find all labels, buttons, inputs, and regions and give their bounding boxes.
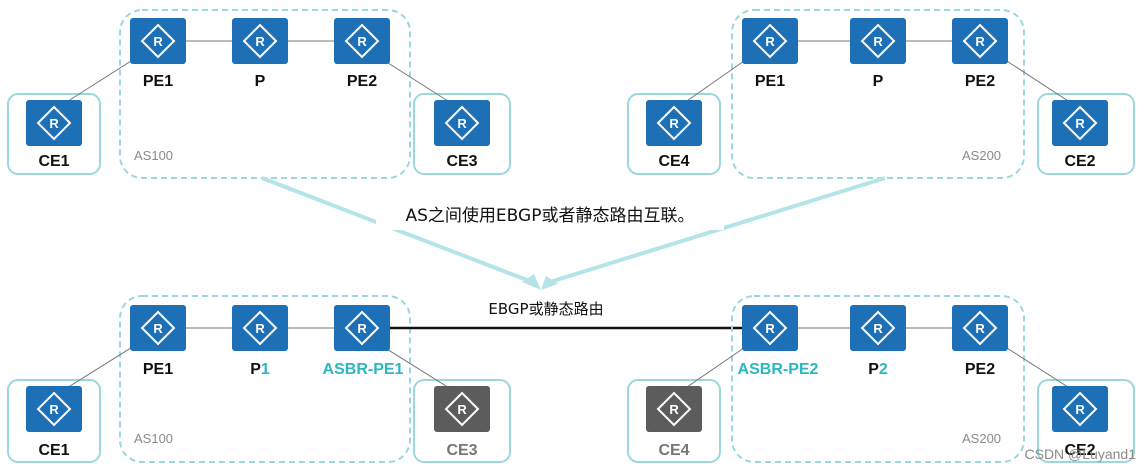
router-ce3-inactive-icon <box>433 385 491 433</box>
label-ce3: CE3 <box>446 153 477 170</box>
label-ce1: CE1 <box>38 153 69 170</box>
link-label: EBGP或静态路由 <box>488 300 603 318</box>
label-ce4: CE4 <box>658 442 689 459</box>
label-pe2: PE2 <box>347 73 377 90</box>
router-pe1-icon <box>129 17 187 65</box>
label-p: P <box>873 73 884 90</box>
ce2-box-top <box>1037 93 1135 175</box>
as-label: AS200 <box>962 148 1001 163</box>
label-asbr-pe2: ASBR-PE2 <box>738 361 819 378</box>
router-ce1-icon <box>25 99 83 147</box>
label-pe1: PE1 <box>143 73 173 90</box>
top-right-topology: PE1 P PE2 CE4 CE2 AS200 <box>627 9 1135 179</box>
label-pe2: PE2 <box>965 361 995 378</box>
as100-region-bottom <box>119 295 411 463</box>
as-label: AS100 <box>134 431 173 446</box>
label-ce3: CE3 <box>446 442 477 459</box>
router-ce3-icon <box>433 99 491 147</box>
as-label: AS100 <box>134 148 173 163</box>
merge-arrows <box>261 176 886 290</box>
label-asbr-pe1: ASBR-PE1 <box>323 361 404 378</box>
router-asbr-pe2-icon <box>741 304 799 352</box>
ce1-box-top <box>7 93 101 175</box>
router-asbr-pe1-icon <box>333 304 391 352</box>
router-pe2-icon <box>951 304 1009 352</box>
router-ce1-icon <box>25 385 83 433</box>
router-pe2-icon <box>951 17 1009 65</box>
router-ce4-icon <box>645 99 703 147</box>
bottom-left-topology: PE1 P1 ASBR-PE1 CE1 CE3 AS100 <box>7 295 511 463</box>
router-ce2-icon <box>1051 385 1109 433</box>
ce4-box-bottom <box>627 379 721 463</box>
label-p2: P2 <box>868 361 888 378</box>
label-pe1: PE1 <box>755 73 785 90</box>
bottom-right-topology: ASBR-PE2 P2 PE2 CE4 CE2 AS200 <box>627 295 1135 463</box>
router-p2-icon <box>849 304 907 352</box>
label-pe1: PE1 <box>143 361 173 378</box>
as200-region-top <box>731 9 1025 179</box>
caption-text: AS之间使用EBGP或者静态路由互联。 <box>406 205 695 226</box>
top-left-topology: PE1 P PE2 CE1 CE3 AS100 <box>7 9 511 179</box>
label-p1: P1 <box>250 361 270 378</box>
watermark: CSDN @Luyand1 <box>1025 446 1137 462</box>
label-p: P <box>255 73 266 90</box>
label-pe2: PE2 <box>965 73 995 90</box>
router-pe1-icon <box>741 17 799 65</box>
label-ce4: CE4 <box>658 153 689 170</box>
label-ce2: CE2 <box>1064 153 1095 170</box>
as200-region-bottom <box>731 295 1025 463</box>
router-pe2-icon <box>333 17 391 65</box>
ce3-box-bottom <box>413 379 511 463</box>
ce3-box-top <box>413 93 511 175</box>
router-ce4-inactive-icon <box>645 385 703 433</box>
router-p-icon <box>849 17 907 65</box>
ce2-box-bottom <box>1037 379 1135 463</box>
label-ce1: CE1 <box>38 442 69 459</box>
label-ce2: CE2 <box>1064 442 1095 459</box>
router-ce2-icon <box>1051 99 1109 147</box>
ce1-box-bottom <box>7 379 101 463</box>
as-label: AS200 <box>962 431 1001 446</box>
router-p-icon <box>231 17 289 65</box>
router-pe1-icon <box>129 304 187 352</box>
router-p1-icon <box>231 304 289 352</box>
ce4-box-top <box>627 93 721 175</box>
